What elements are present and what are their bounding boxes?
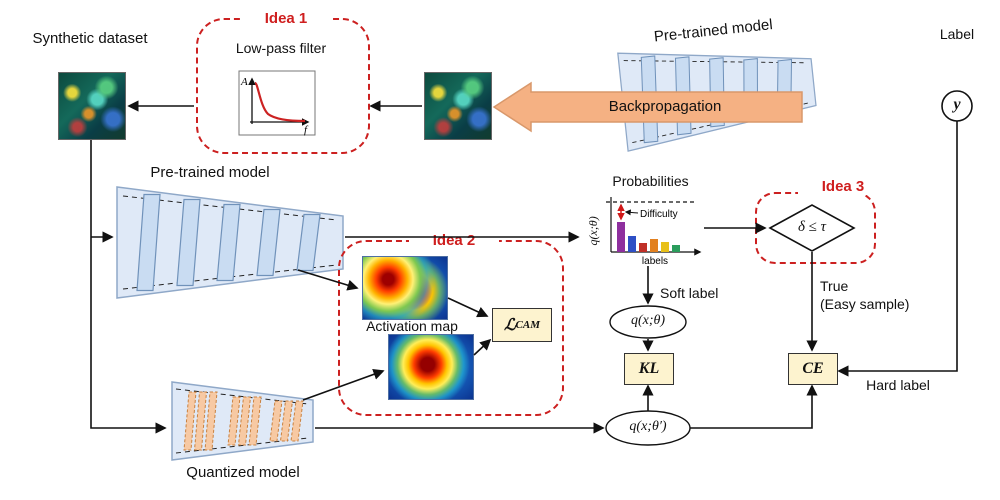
arrow-output-to-ce [690,384,818,429]
backprop-label: Backpropagation [608,98,722,115]
hard-label-caption: Hard label [866,377,930,393]
pretrained-model-top-graphic [617,52,817,152]
plot-x-axis-label: f [304,124,309,136]
probabilities-chart: Difficulty labels [606,197,702,266]
quantized-output-value: q(x;θ′) [629,419,667,434]
pretrained-model-mid-label: Pre-trained model [150,164,270,181]
idea2-label: Idea 2 [409,232,499,250]
chart-y-axis-label: q(x;θ) [586,216,601,246]
probability-bars [617,222,680,252]
probability-bar [617,222,625,252]
pretrained-model-top: Pre-trained model [614,12,824,158]
ce-loss-box: CE [788,353,838,385]
easy-sample-label: (Easy sample) [820,296,910,312]
y-symbol: y [953,96,961,113]
probability-bar [639,243,647,252]
lcam-subscript: CAM [515,319,540,331]
idea3-label: Idea 3 [798,178,888,196]
quantized-model-label: Quantized model [186,464,300,481]
lcam-symbol: ℒ [504,317,516,334]
activation-map-quantized [388,334,474,400]
true-branch-label: True [820,278,849,294]
synthetic-dataset-label: Synthetic dataset [32,30,148,47]
plot-y-axis-label: A [240,76,248,88]
synthetic-image-left [58,72,126,140]
soft-label-caption: Soft label [660,285,719,301]
probability-bar [628,236,636,252]
synthetic-image-mid [424,72,492,140]
activation-map-label: Activation map [366,318,458,334]
probabilities-title: Probabilities [612,173,689,189]
difficulty-pointer-arrow [624,209,639,216]
low-pass-filter-label: Low-pass filter [235,40,327,56]
probability-bar [650,239,658,252]
pretrained-model-mid-graphic [116,186,344,299]
kl-loss-box: KL [624,353,674,385]
difficulty-label: Difficulty [640,209,678,220]
ce-label: CE [802,360,824,377]
idea1-label: Idea 1 [241,10,331,28]
probability-bar [661,242,669,252]
label-title: Label [939,26,975,42]
low-pass-filter-plot: A f [238,70,316,136]
delta-tau-condition: δ ≤ τ [797,219,827,235]
low-pass-curve [253,81,306,123]
quantized-model-graphic [171,381,314,461]
soft-label-value: q(x;θ) [630,313,666,328]
kl-label: KL [638,360,660,377]
activation-map-pretrained [362,256,448,320]
labels-axis-label: labels [642,256,668,266]
probability-bar [672,245,680,252]
